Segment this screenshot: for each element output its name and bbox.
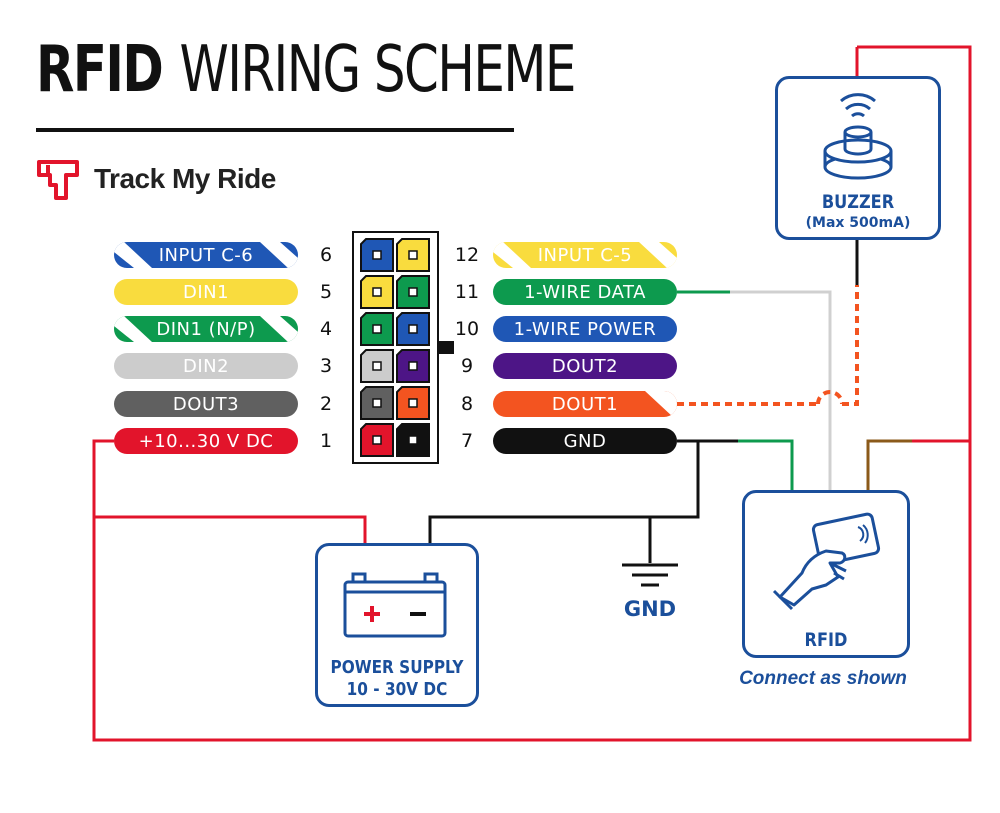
buzzer-box: BUZZER (Max 500mA) <box>775 76 941 240</box>
pin-label-text: 1-WIRE POWER <box>513 318 657 340</box>
title-light: WIRING SCHEME <box>179 33 576 107</box>
pin-label-12: INPUT C-5 <box>493 242 677 268</box>
power-line1: POWER SUPPLY <box>330 657 464 678</box>
wire-grey-data <box>730 290 832 492</box>
pin-number: 5 <box>319 281 333 303</box>
brand-name: Track My Ride <box>94 163 276 194</box>
pin-label-11: 1-WIRE DATA <box>493 279 677 305</box>
pin-number: 2 <box>319 393 333 415</box>
wire-black-power <box>428 441 700 545</box>
pin-number: 11 <box>454 281 480 303</box>
buzzer-name: BUZZER <box>821 191 895 213</box>
wire-green-gnd <box>738 439 794 492</box>
pin-label-3: DIN2 <box>114 353 298 379</box>
pin-number: 10 <box>454 318 480 340</box>
pin-label-9: DOUT2 <box>493 353 677 379</box>
pin-number: 9 <box>460 355 474 377</box>
pin-label-stripe <box>639 242 677 268</box>
pin-label-text: INPUT C-6 <box>158 244 254 266</box>
pin-number: 4 <box>319 318 333 340</box>
pin-label-4: DIN1 (N/P) <box>114 316 298 342</box>
rfid-card-icon <box>772 512 881 611</box>
pin-label-1: +10...30 V DC <box>114 428 298 454</box>
pin-label-7: GND <box>493 428 677 454</box>
wire-orange-hop <box>816 390 844 405</box>
battery-icon <box>343 572 447 638</box>
power-line2: 10 - 30V DC <box>346 679 448 700</box>
pin-label-10: 1-WIRE POWER <box>493 316 677 342</box>
pin-label-text: GND <box>563 430 607 452</box>
pin-label-2: DOUT3 <box>114 391 298 417</box>
pin-label-stripe <box>260 242 298 268</box>
wire-red-power <box>94 515 367 545</box>
pin-label-notch <box>645 391 677 417</box>
rfid-name: RFID <box>804 629 848 651</box>
rfid-box: RFID <box>742 490 910 658</box>
pin-label-stripe <box>493 242 531 268</box>
earth-symbol <box>622 563 678 587</box>
wire-brown-rfid <box>866 439 912 492</box>
pin-label-stripe <box>260 316 298 342</box>
wire-orange-buzzer <box>842 285 859 406</box>
pin-label-text: +10...30 V DC <box>138 430 274 452</box>
pin-label-text: DIN2 <box>182 355 230 377</box>
pin-number: 6 <box>319 244 333 266</box>
buzzer-icon <box>823 93 893 180</box>
power-supply-box: POWER SUPPLY 10 - 30V DC <box>315 543 479 707</box>
wire-red-outer <box>92 45 972 742</box>
brand-logo: Track My Ride <box>36 157 276 201</box>
title-bold: RFID <box>36 33 164 107</box>
ground-label: GND <box>623 597 677 621</box>
pin-label-6: INPUT C-6 <box>114 242 298 268</box>
pin-label-text: DOUT2 <box>551 355 619 377</box>
title-underline <box>36 128 514 132</box>
pin-number: 7 <box>460 430 474 452</box>
track-my-ride-logo-icon <box>37 160 79 200</box>
pin-number: 1 <box>319 430 333 452</box>
pin-number: 8 <box>460 393 474 415</box>
pin-label-5: DIN1 <box>114 279 298 305</box>
pin-number: 12 <box>454 244 480 266</box>
buzzer-spec: (Max 500mA) <box>805 215 911 231</box>
pin-label-text: INPUT C-5 <box>537 244 633 266</box>
pin-label-text: DIN1 (N/P) <box>156 318 256 340</box>
pin-label-text: DOUT3 <box>172 393 240 415</box>
pin-label-stripe <box>114 242 152 268</box>
pin-label-stripe <box>114 316 152 342</box>
pin-label-text: DIN1 <box>182 281 230 303</box>
pin-label-8: DOUT1 <box>493 391 677 417</box>
pin-number: 3 <box>319 355 333 377</box>
pin-label-text: 1-WIRE DATA <box>524 281 646 303</box>
connection-note: Connect as shown <box>739 668 907 689</box>
pin-label-text: DOUT1 <box>551 393 619 415</box>
